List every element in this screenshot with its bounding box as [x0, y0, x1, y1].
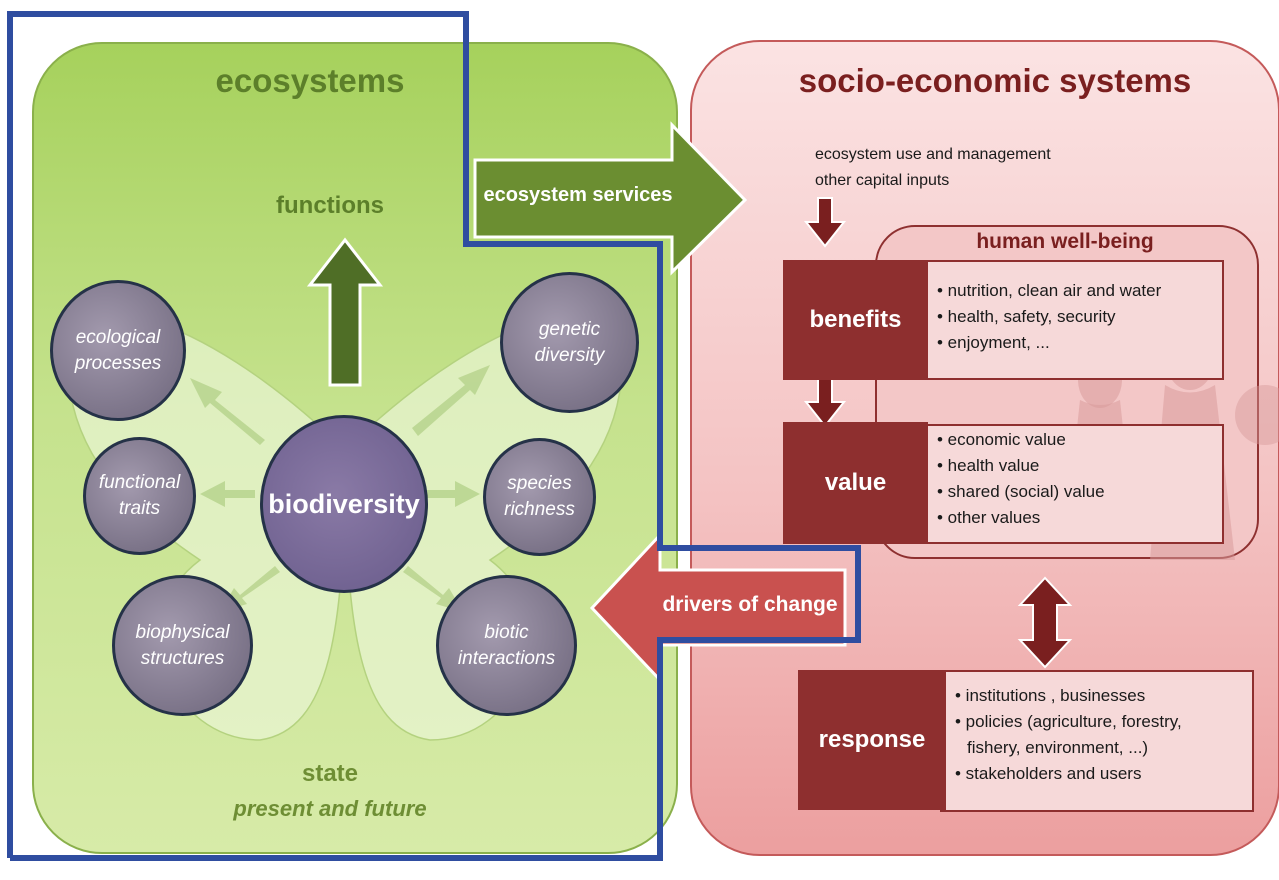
- node-species-richness: species richness: [483, 438, 596, 556]
- ecosystem-services-label: ecosystem services: [483, 184, 673, 206]
- benefit-item: • enjoyment, ...: [937, 333, 1050, 352]
- response-item: fishery, environment, ...): [967, 738, 1149, 757]
- biodiversity-center: biodiversity: [260, 415, 428, 593]
- node-line: biotic: [484, 621, 529, 643]
- response-panel: [940, 670, 1254, 812]
- value-box: value: [783, 422, 928, 544]
- response-item: • stakeholders and users: [955, 764, 1142, 783]
- socio-economic-title: socio-economic systems: [798, 62, 1192, 99]
- drivers-of-change-label: drivers of change: [662, 593, 838, 616]
- benefit-item: • nutrition, clean air and water: [937, 281, 1162, 300]
- node-line: diversity: [534, 344, 605, 366]
- node-line: interactions: [457, 647, 556, 669]
- value-item: • other values: [937, 508, 1041, 527]
- ecosystems-title: ecosystems: [215, 62, 405, 99]
- node-line: processes: [74, 352, 162, 374]
- benefit-item: • health, safety, security: [937, 307, 1116, 326]
- value-item: • economic value: [937, 430, 1066, 449]
- functions-label: functions: [276, 192, 384, 219]
- node-line: biophysical: [135, 621, 230, 643]
- node-line: traits: [118, 498, 161, 519]
- node-line: species: [507, 473, 572, 494]
- node-line: ecological: [75, 326, 161, 348]
- response-list: • institutions , businesses • policies (…: [955, 683, 1245, 787]
- node-ecological-processes: ecological processes: [50, 280, 186, 421]
- node-line: functional: [98, 472, 181, 493]
- node-biophysical-structures: biophysical structures: [112, 575, 253, 716]
- benefits-panel: [920, 260, 1224, 380]
- input-line: other capital inputs: [815, 172, 950, 189]
- response-item: • institutions , businesses: [955, 686, 1146, 705]
- input-line: ecosystem use and management: [815, 146, 1051, 163]
- benefits-list: • nutrition, clean air and water • healt…: [937, 278, 1217, 356]
- node-functional-traits: functional traits: [83, 437, 196, 555]
- state-label: state: [301, 760, 359, 787]
- node-line: structures: [140, 647, 225, 669]
- benefits-box: benefits: [783, 260, 928, 380]
- value-panel: [920, 424, 1224, 544]
- node-line: genetic: [538, 318, 601, 340]
- response-box: response: [798, 670, 946, 810]
- value-item: • shared (social) value: [937, 482, 1105, 501]
- node-biotic-interactions: biotic interactions: [436, 575, 577, 716]
- node-genetic-diversity: genetic diversity: [500, 272, 639, 413]
- node-line: richness: [504, 499, 575, 520]
- response-item: • policies (agriculture, forestry,: [955, 712, 1182, 731]
- capital-inputs-text: ecosystem use and management other capit…: [815, 142, 1135, 194]
- value-item: • health value: [937, 456, 1040, 475]
- state-subtitle: present and future: [233, 796, 427, 821]
- human-well-being-title: human well-being: [976, 230, 1154, 253]
- value-list: • economic value • health value • shared…: [937, 427, 1217, 531]
